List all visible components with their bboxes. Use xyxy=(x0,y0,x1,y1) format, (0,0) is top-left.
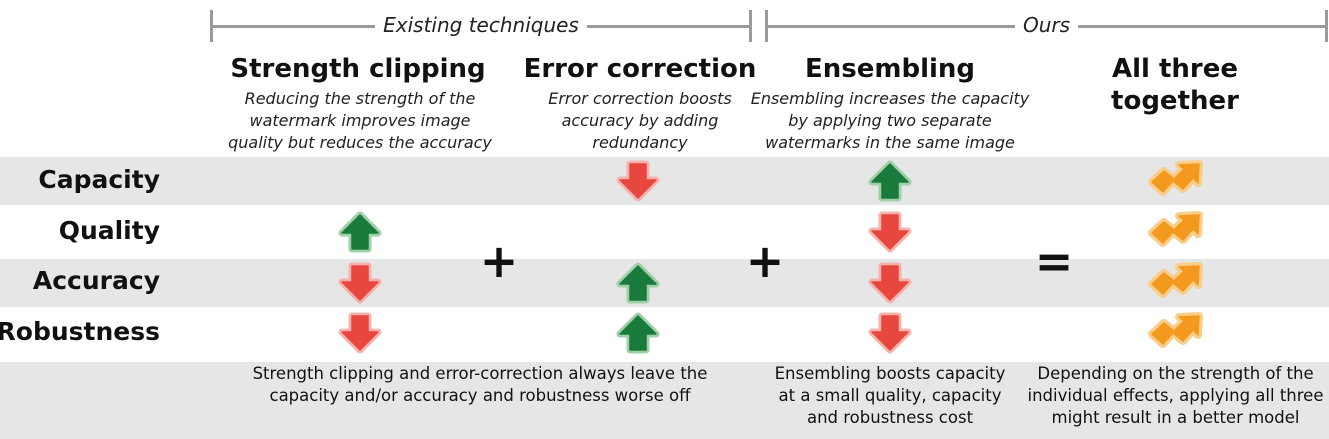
bracket-existing-techniques: Existing techniques xyxy=(210,10,752,42)
column-desc-error-correction: Error correction boosts accuracy by addi… xyxy=(548,89,732,152)
column-title-strength-clipping: Strength clipping xyxy=(230,54,486,84)
red-down-arrow-icon xyxy=(329,260,391,310)
row-label-quality: Quality xyxy=(58,216,160,245)
red-down-arrow-icon xyxy=(859,209,921,259)
footnote-existing-techniques: Strength clipping and error-correction a… xyxy=(252,364,708,405)
row-band-accuracy xyxy=(0,259,1329,307)
group-label-existing: Existing techniques xyxy=(375,13,587,37)
group-label-ours: Ours xyxy=(1014,13,1079,37)
red-down-arrow-icon xyxy=(859,310,921,360)
row-label-accuracy: Accuracy xyxy=(32,266,160,295)
plus-operator-2: + xyxy=(745,234,785,288)
green-up-arrow-icon xyxy=(607,260,669,310)
bracket-ours: Ours xyxy=(765,10,1328,42)
orange-zigzag-arrow-icon xyxy=(1144,310,1206,360)
plus-operator-1: + xyxy=(479,234,519,288)
column-desc-ensembling: Ensembling increases the capacity by app… xyxy=(750,89,1030,152)
column-title-error-correction: Error correction xyxy=(523,54,757,84)
red-down-arrow-icon xyxy=(859,260,921,310)
row-band-capacity xyxy=(0,157,1329,205)
row-label-capacity: Capacity xyxy=(38,165,160,194)
row-label-robustness: Robustness xyxy=(0,317,160,346)
orange-zigzag-arrow-icon xyxy=(1144,209,1206,259)
equals-operator: = xyxy=(1034,234,1074,288)
footnote-all-three-together: Depending on the strength of the individ… xyxy=(1027,364,1324,427)
orange-zigzag-arrow-icon xyxy=(1144,158,1206,208)
green-up-arrow-icon xyxy=(607,310,669,360)
red-down-arrow-icon xyxy=(607,158,669,208)
column-title-ensembling: Ensembling xyxy=(804,54,976,84)
red-down-arrow-icon xyxy=(329,310,391,360)
green-up-arrow-icon xyxy=(859,158,921,208)
footnote-ensembling: Ensembling boosts capacity at a small qu… xyxy=(774,364,1006,427)
footer-band xyxy=(0,362,1329,439)
green-up-arrow-icon xyxy=(329,209,391,259)
column-title-all-three-together: All three together xyxy=(1111,54,1239,116)
column-desc-strength-clipping: Reducing the strength of the watermark i… xyxy=(228,89,492,152)
orange-zigzag-arrow-icon xyxy=(1144,260,1206,310)
